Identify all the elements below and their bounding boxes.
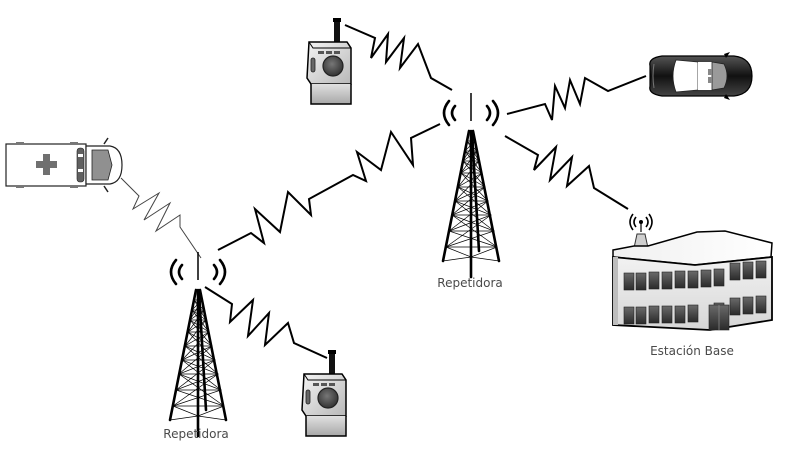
repeater-secondary: Repetidora — [163, 250, 229, 441]
tower-icon — [168, 250, 228, 438]
repeater-main: Repetidora — [437, 91, 503, 290]
link-car-to-repeater — [506, 75, 647, 121]
tower-icon — [441, 91, 501, 279]
radio-top — [306, 17, 352, 105]
handheld-radio-icon — [306, 17, 352, 105]
car-icon — [649, 52, 753, 100]
base-station-label: Estación Base — [650, 344, 734, 358]
link-repeater-to-repeater — [217, 123, 441, 251]
ambulance-icon — [5, 137, 123, 193]
link-repeater-to-base-station — [504, 135, 629, 210]
ambulance — [5, 137, 123, 193]
radio-bottom — [301, 349, 347, 437]
link-radio-top-to-repeater — [344, 24, 453, 91]
car — [649, 52, 753, 100]
repeater-main-label: Repetidora — [437, 276, 502, 290]
building-icon — [612, 213, 773, 331]
repeater-secondary-label: Repetidora — [163, 427, 228, 441]
handheld-radio-icon — [301, 349, 347, 437]
link-repeater-to-radio-bottom — [204, 286, 328, 359]
link-ambulance-to-repeater — [120, 177, 202, 259]
antenna-icon — [629, 213, 653, 249]
base-station: Estación Base — [612, 213, 773, 358]
